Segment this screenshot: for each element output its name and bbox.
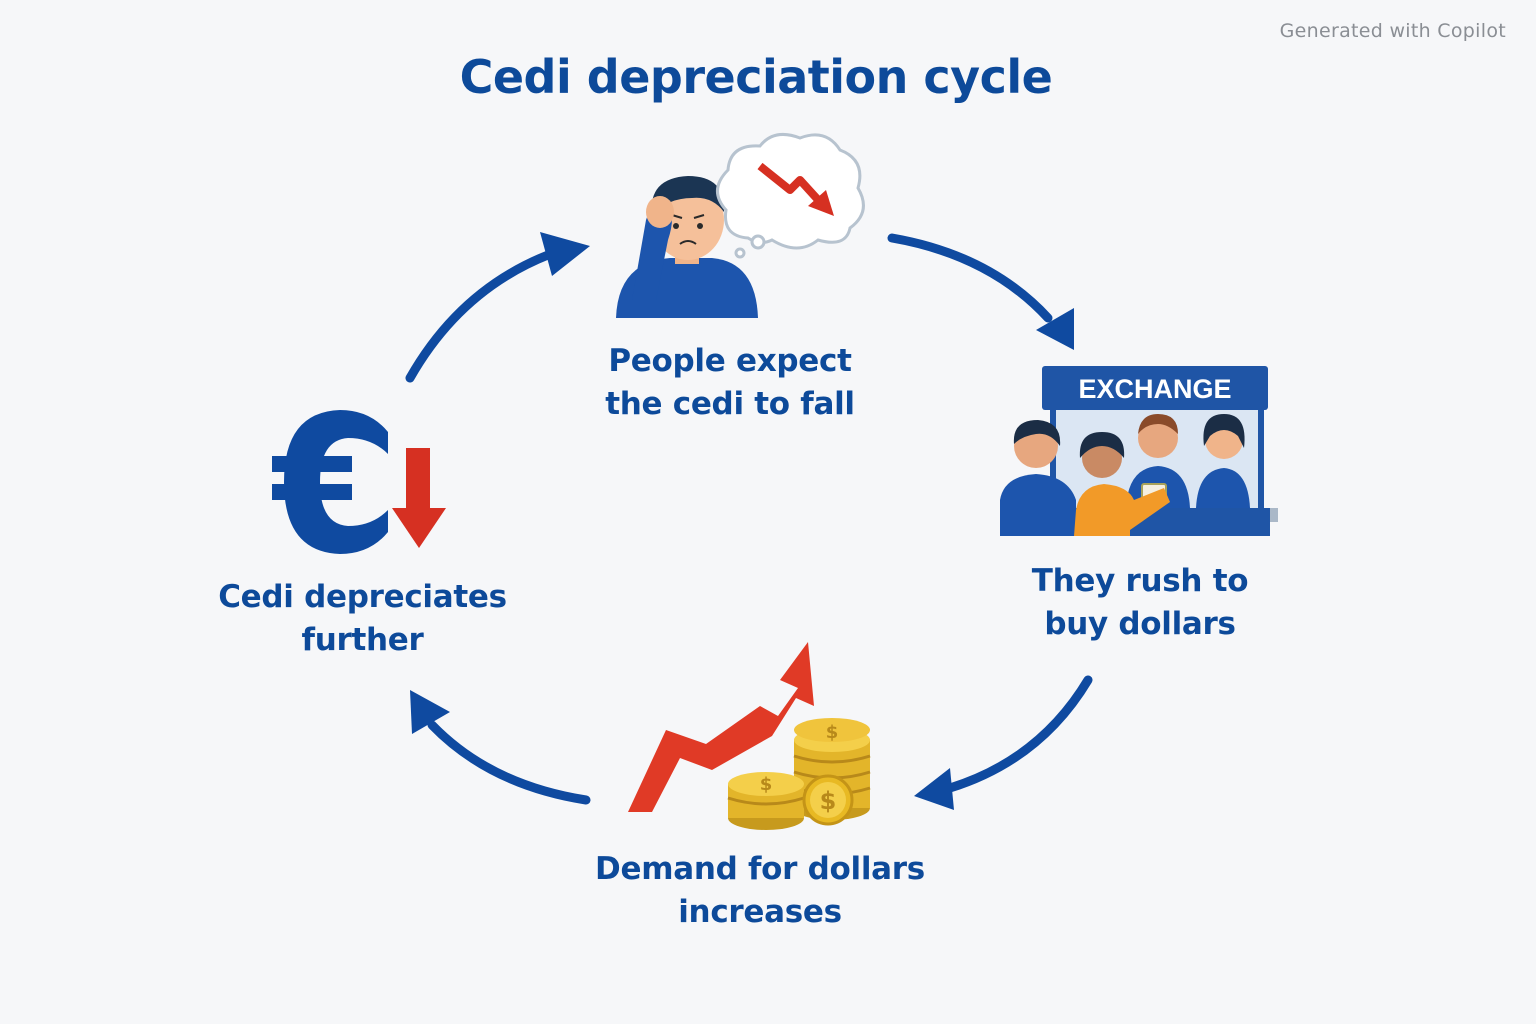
step-label-line: increases <box>678 894 842 930</box>
currency-down-icon <box>272 410 446 554</box>
step-label-rush: They rush to buy dollars <box>990 560 1290 646</box>
step-label-line: further <box>301 622 424 658</box>
arrow-bottom-to-left <box>410 690 591 805</box>
step-label-line: Demand for dollars <box>595 851 925 887</box>
arrow-right-to-bottom <box>914 675 1093 810</box>
svg-text:$: $ <box>760 774 773 795</box>
exchange-sign-text: EXCHANGE <box>1078 374 1231 404</box>
step-label-demand: Demand for dollars increases <box>560 848 960 934</box>
worried-person-icon <box>616 176 758 318</box>
exchange-booth-icon: EXCHANGE <box>1000 366 1278 536</box>
step-label-line: Cedi depreciates <box>218 579 507 615</box>
step-label-line: They rush to <box>1031 563 1249 599</box>
arrow-left-to-top <box>405 232 590 383</box>
svg-text:$: $ <box>826 722 839 743</box>
diagram-title: Cedi depreciation cycle <box>459 50 1053 104</box>
coin-stack-front-icon: $ <box>727 772 805 830</box>
step-label-expect: People expect the cedi to fall <box>560 340 900 426</box>
step-label-line: People expect <box>608 343 852 379</box>
rising-arrow-coins-icon: $ $ $ <box>628 642 871 830</box>
step-label-line: the cedi to fall <box>605 386 855 422</box>
single-coin-icon: $ <box>802 774 854 826</box>
arrow-top-to-right <box>887 233 1074 350</box>
svg-text:$: $ <box>820 787 837 815</box>
watermark: Generated with Copilot <box>1279 20 1506 42</box>
step-label-depreciate: Cedi depreciates further <box>200 576 525 662</box>
step-label-line: buy dollars <box>1044 606 1236 642</box>
thought-bubble-icon <box>716 132 865 259</box>
